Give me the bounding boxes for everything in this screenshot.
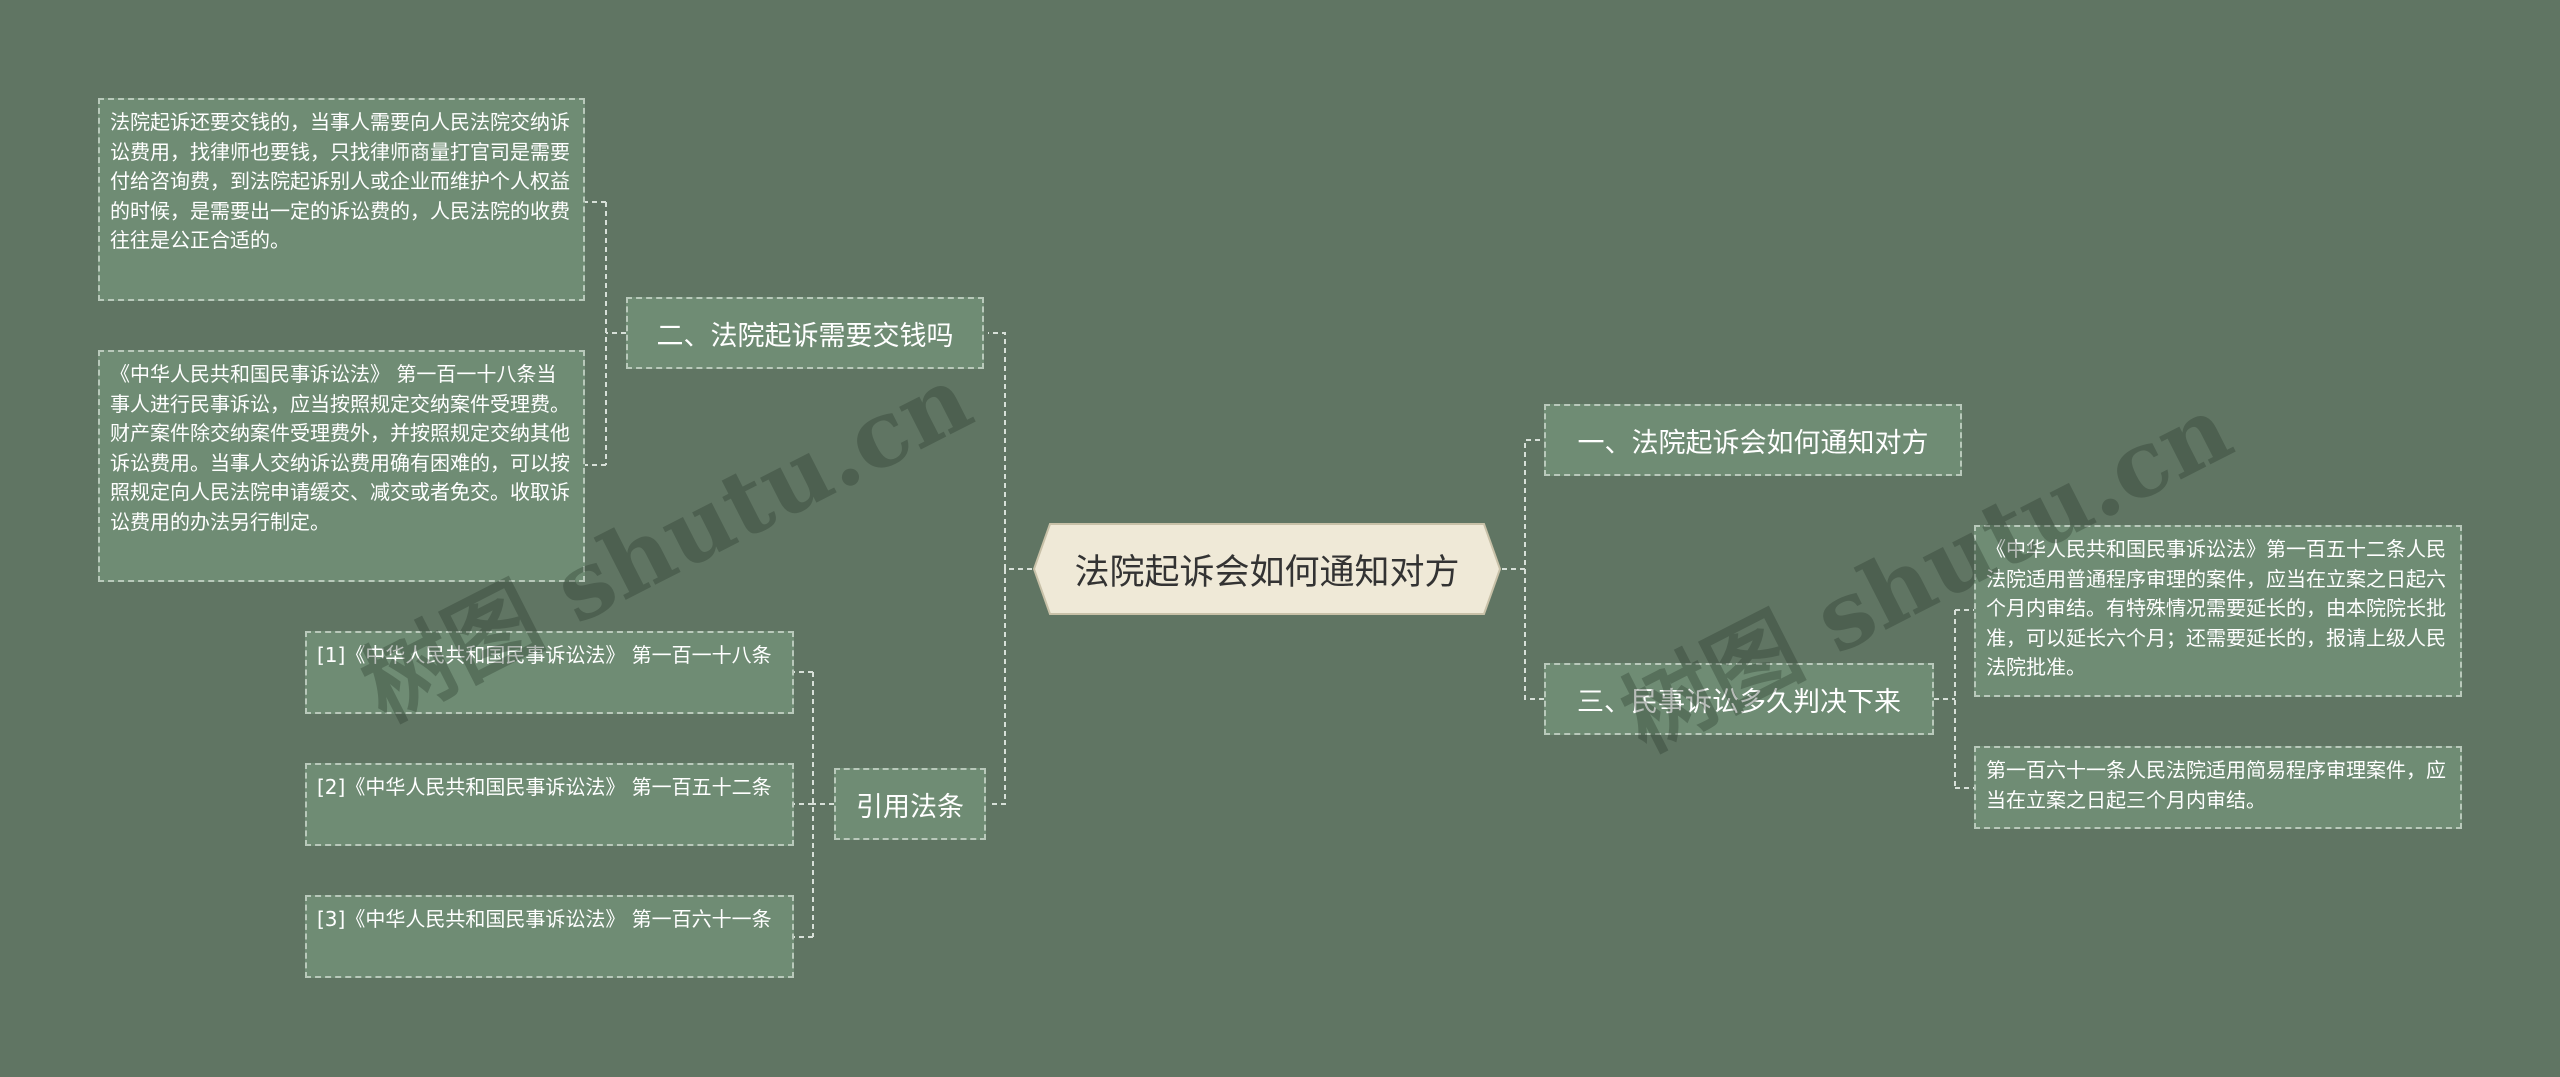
connector-root-b4 xyxy=(988,569,1006,805)
connector-root-b2 xyxy=(988,332,1032,570)
leaf-ordinary-procedure[interactable]: 《中华人民共和国民事诉讼法》第一百五十二条人民法院适用普通程序审理的案件，应当在… xyxy=(1974,525,2462,697)
leaf-simple-procedure[interactable]: 第一百六十一条人民法院适用简易程序审理案件，应当在立案之日起三个月内审结。 xyxy=(1974,746,2462,829)
connector-root-b3 xyxy=(1524,569,1544,700)
root-node[interactable]: 法院起诉会如何通知对方 xyxy=(1032,522,1502,616)
leaf-citation-1[interactable]: [1]《中华人民共和国民事诉讼法》 第一百一十八条 xyxy=(305,631,794,714)
connector-b3-leaves xyxy=(1934,609,1974,789)
branch-node-notify[interactable]: 一、法院起诉会如何通知对方 xyxy=(1544,404,1962,476)
branch-node-fee[interactable]: 二、法院起诉需要交钱吗 xyxy=(626,297,984,369)
connector-b4-leaves xyxy=(794,671,834,938)
root-label: 法院起诉会如何通知对方 xyxy=(1074,552,1460,593)
root-shape xyxy=(1032,523,1502,615)
leaf-citation-3[interactable]: [3]《中华人民共和国民事诉讼法》 第一百六十一条 xyxy=(305,895,794,978)
branch-node-cited-laws[interactable]: 引用法条 xyxy=(834,768,986,840)
connector-b2-leaves xyxy=(585,201,626,466)
connector-root-b1 xyxy=(1502,439,1544,570)
leaf-fee-explanation[interactable]: 法院起诉还要交钱的，当事人需要向人民法院交纳诉讼费用，找律师也要钱，只找律师商量… xyxy=(98,98,585,301)
leaf-citation-2[interactable]: [2]《中华人民共和国民事诉讼法》 第一百五十二条 xyxy=(305,763,794,846)
leaf-fee-law-article[interactable]: 《中华人民共和国民事诉讼法》 第一百一十八条当事人进行民事诉讼，应当按照规定交纳… xyxy=(98,350,585,582)
branch-node-judgment-time[interactable]: 三、民事诉讼多久判决下来 xyxy=(1544,663,1934,735)
